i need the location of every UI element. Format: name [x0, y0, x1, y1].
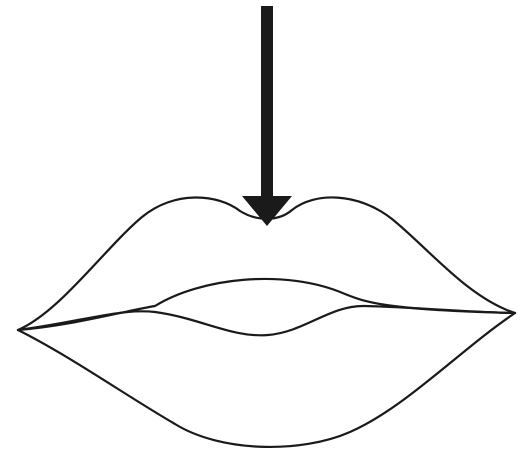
mouth-lower-line — [18, 306, 515, 335]
lips-icon — [18, 197, 515, 446]
down-arrow-icon — [242, 6, 292, 226]
arrow-head — [242, 196, 292, 226]
arrow-shaft — [261, 6, 273, 198]
lower-lip-outline — [18, 313, 515, 447]
mouth-upper-line — [18, 279, 515, 330]
